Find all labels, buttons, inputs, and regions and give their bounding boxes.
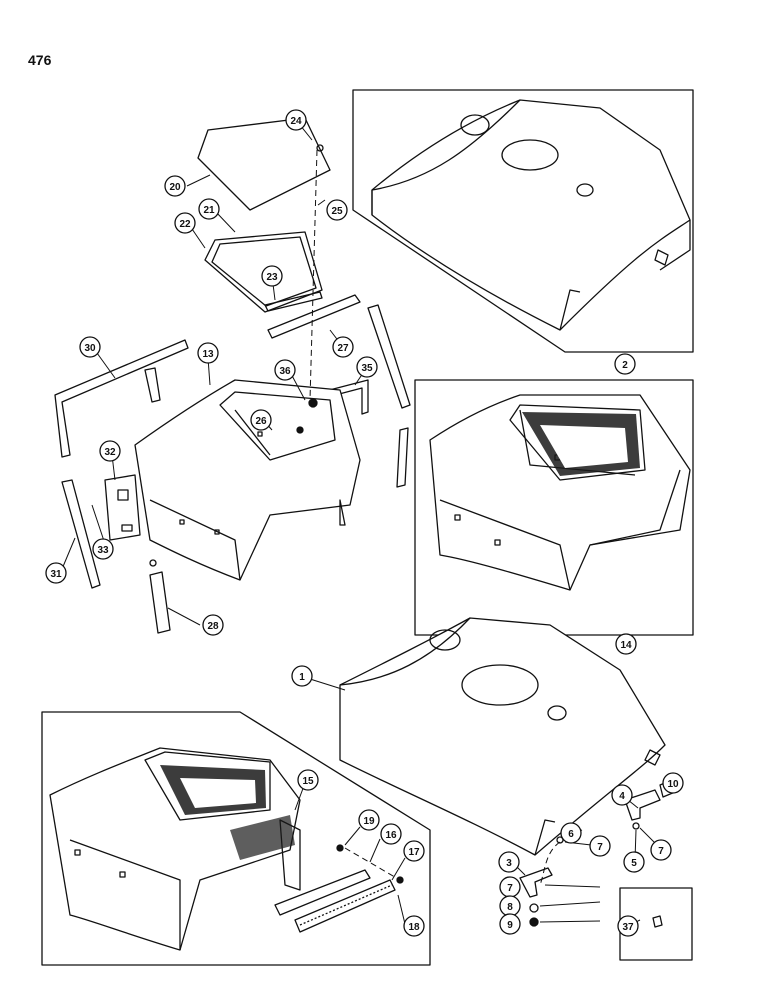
- callout-6: 6: [568, 829, 574, 840]
- callout-26: 26: [255, 416, 267, 427]
- strip-27: [267, 294, 361, 339]
- seal-22: [204, 231, 323, 313]
- callout-9: 9: [507, 920, 513, 931]
- callout-37: 37: [622, 922, 634, 933]
- callout-23: 23: [266, 272, 278, 283]
- callout-24: 24: [290, 116, 302, 127]
- callout-13: 13: [202, 349, 214, 360]
- page-number: 476: [28, 52, 52, 68]
- callout-16: 16: [385, 830, 397, 841]
- right-strip-lower: [396, 427, 409, 488]
- callout-14: 14: [620, 640, 632, 651]
- strip-28: [149, 571, 171, 634]
- callout-10: 10: [667, 779, 679, 790]
- callout-27: 27: [337, 343, 349, 354]
- guide-lines: [309, 149, 561, 886]
- callout-32: 32: [104, 447, 116, 458]
- callout-8: 8: [507, 902, 513, 913]
- callout-21: 21: [203, 205, 215, 216]
- callout-3: 3: [506, 858, 512, 869]
- callout-25: 25: [331, 206, 343, 217]
- callout-18: 18: [408, 922, 420, 933]
- callout-19: 19: [363, 816, 375, 827]
- callout-31: 31: [50, 569, 62, 580]
- callout-5: 5: [631, 858, 637, 869]
- strip-16: [274, 869, 371, 916]
- callout-15: 15: [302, 776, 314, 787]
- bracket-3: [519, 867, 553, 898]
- callout-22: 22: [179, 219, 191, 230]
- callout-35: 35: [361, 363, 373, 374]
- callout-2: 2: [622, 360, 628, 371]
- trim-30: [54, 339, 189, 458]
- callout-7-c: 7: [507, 883, 513, 894]
- callout-17: 17: [408, 847, 420, 858]
- hood-2-drawing: [371, 99, 691, 331]
- cowl-13-drawing: [134, 379, 361, 581]
- decal-32: [104, 474, 141, 541]
- callout-30: 30: [84, 343, 96, 354]
- strip-23: [264, 291, 323, 312]
- panel-20: [197, 117, 331, 211]
- right-strip-upper: [367, 304, 411, 409]
- strip-31: [61, 479, 101, 589]
- callout-36: 36: [279, 366, 291, 377]
- callout-4: 4: [619, 791, 625, 802]
- callout-33: 33: [97, 545, 109, 556]
- callout-1: 1: [299, 672, 305, 683]
- bracket-4: [624, 789, 661, 821]
- callout-7-a: 7: [597, 842, 603, 853]
- callout-20: 20: [169, 182, 181, 193]
- callout-7-b: 7: [658, 846, 664, 857]
- callout-28: 28: [207, 621, 219, 632]
- washer-8: [529, 903, 539, 913]
- nut-9: [529, 917, 539, 927]
